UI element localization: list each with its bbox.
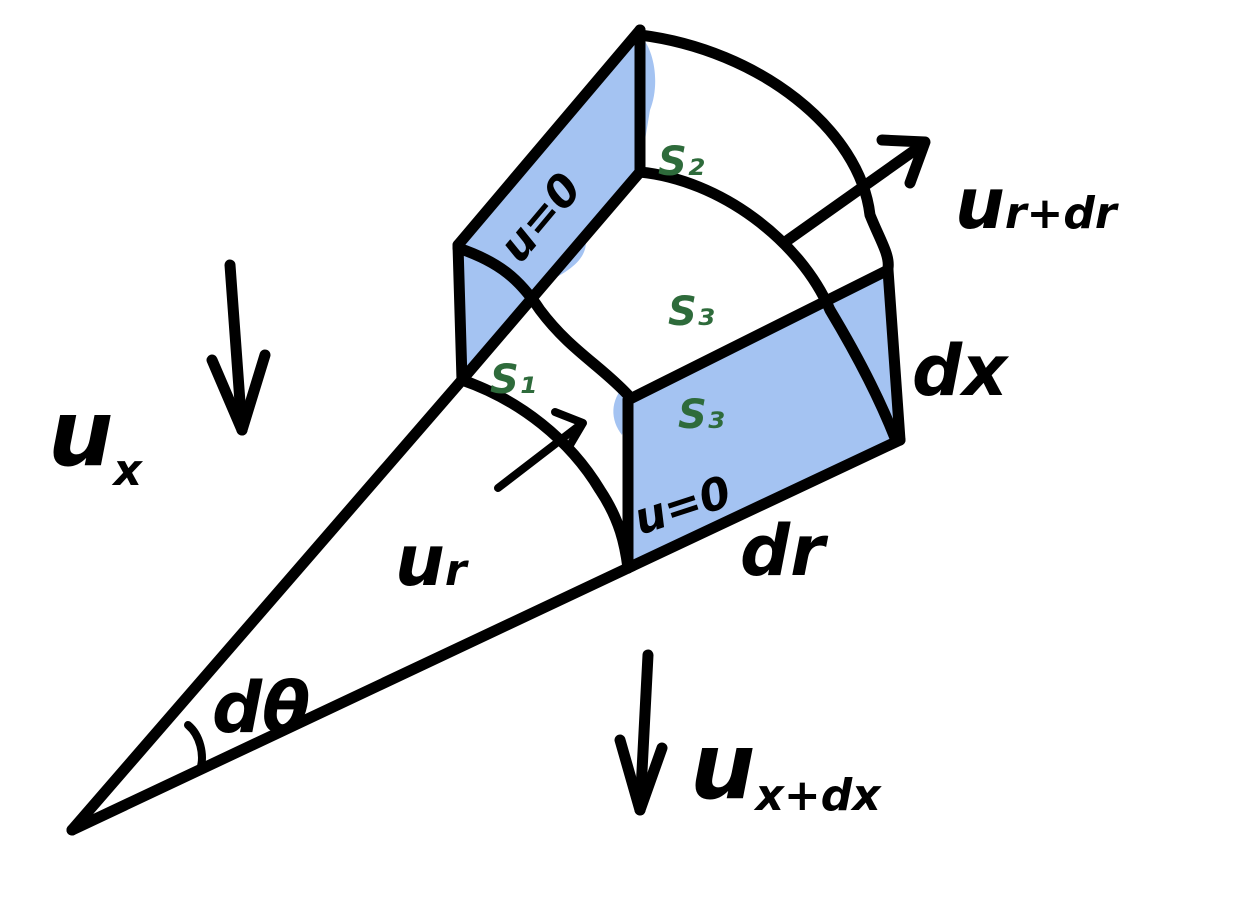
ur-arrow-head bbox=[551, 408, 587, 449]
middle-arc bbox=[634, 166, 901, 444]
uxdx-arrow-shaft bbox=[634, 649, 654, 816]
top-slant-edge bbox=[452, 24, 646, 251]
label-s3-front: S₃ bbox=[678, 392, 725, 438]
surface-labels: S₂ S₁ S₃ S₃ bbox=[490, 139, 725, 438]
inner-arc-top bbox=[452, 242, 634, 401]
label-s3-top: S₃ bbox=[668, 289, 715, 335]
ux-arrow-shaft bbox=[224, 259, 248, 436]
dtheta-arc bbox=[184, 721, 206, 774]
inner-diagonal-edge bbox=[456, 166, 646, 386]
inner-arc-bottom bbox=[456, 374, 634, 574]
top-left-face-highlight bbox=[458, 35, 656, 375]
wedge-upper-edge bbox=[66, 374, 468, 836]
uxdx-arrow-head bbox=[614, 734, 668, 816]
wedge-outline bbox=[66, 24, 906, 836]
ur-arrow-shaft bbox=[494, 421, 584, 492]
ux-arrow-head bbox=[206, 349, 271, 436]
label-s2: S₂ bbox=[658, 139, 705, 185]
arrows bbox=[206, 134, 931, 816]
back-vertical-edge bbox=[452, 239, 468, 386]
label-ur-dr: ur+dr bbox=[955, 163, 1119, 245]
urdr-arrow-shaft bbox=[782, 144, 921, 246]
label-dx: dx bbox=[912, 330, 1009, 412]
front-face-highlight bbox=[628, 270, 900, 565]
urdr-arrow-head bbox=[876, 134, 931, 189]
label-dr: dr bbox=[740, 510, 829, 592]
label-ux: ux bbox=[48, 380, 144, 496]
label-dtheta: dθ bbox=[212, 667, 310, 749]
label-ur: ur bbox=[395, 520, 469, 602]
label-ux-dx: ux+dx bbox=[690, 713, 882, 821]
wedge-lower-edge bbox=[66, 562, 634, 836]
label-s1: S₁ bbox=[490, 357, 536, 403]
front-top-edge bbox=[622, 264, 894, 406]
front-bottom-edge bbox=[622, 434, 906, 574]
highlighted-faces bbox=[458, 35, 900, 565]
outer-arc-top bbox=[634, 29, 894, 274]
labels: ux ux+dx ur ur+dr dθ dr dx u=0 u=0 bbox=[48, 163, 1119, 821]
front-right-vertical bbox=[882, 264, 906, 446]
